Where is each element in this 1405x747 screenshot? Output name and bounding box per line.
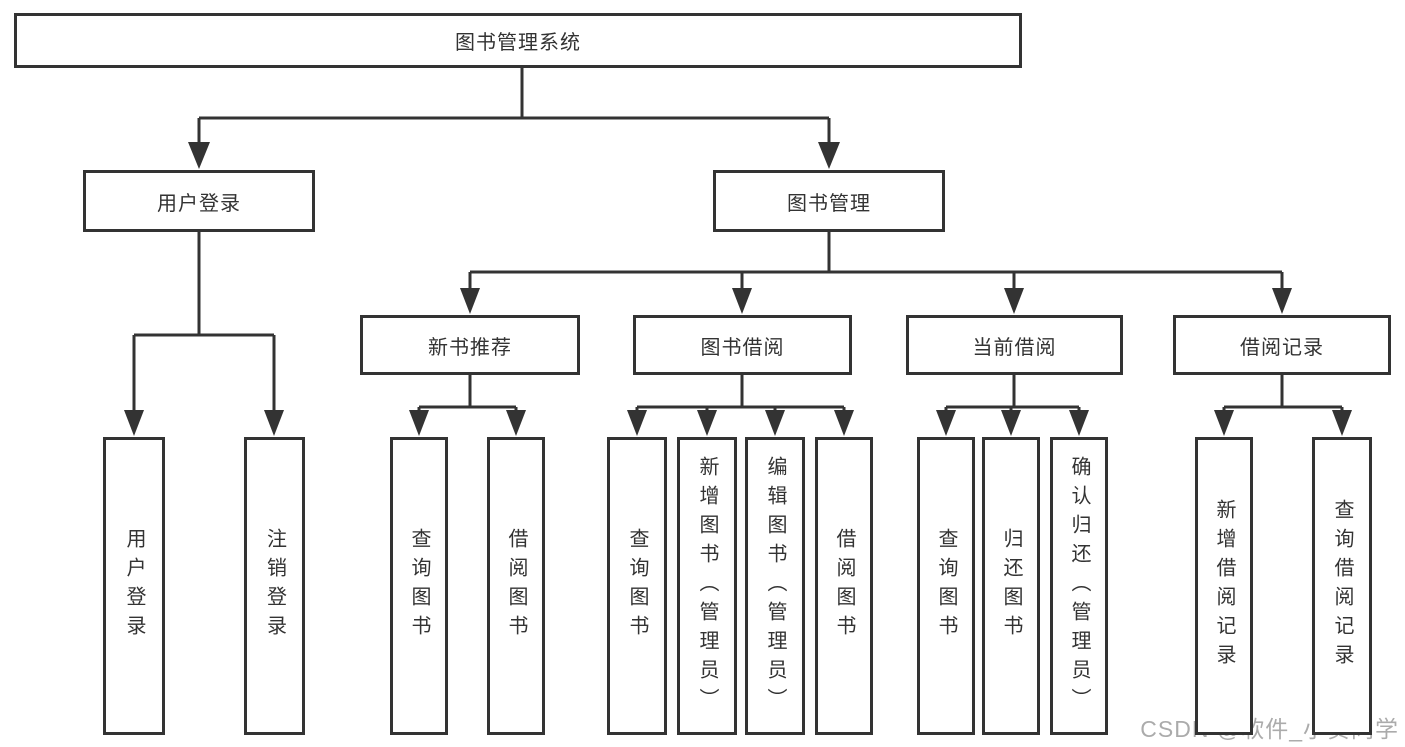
leaf-borrowing-query-book: 查询图书 [607, 437, 667, 735]
node-label: 图书管理 [787, 192, 871, 215]
connector-new-book-recommend-group [417, 375, 518, 412]
node-new-book-recommend: 新书推荐 [360, 315, 580, 375]
node-root-library-system: 图书管理系统 [14, 13, 1022, 68]
arrowheads-current-borrowing-group [936, 410, 1089, 436]
leaf-label: 编辑图书（管理员） [764, 455, 786, 717]
node-label: 当前借阅 [972, 336, 1057, 359]
arrowheads-new-book-recommend-group [409, 410, 526, 436]
leaf-label: 借阅图书 [505, 528, 527, 644]
node-book-borrowing: 图书借阅 [633, 315, 852, 375]
arrowheads-user-login-group [124, 410, 284, 436]
leaf-current-query-book: 查询图书 [917, 437, 975, 735]
leaf-logout: 注销登录 [244, 437, 305, 735]
node-user-login: 用户登录 [83, 170, 315, 232]
leaf-borrowing-edit-book-admin: 编辑图书（管理员） [745, 437, 805, 735]
leaf-label: 确认归还（管理员） [1068, 455, 1090, 717]
arrowheads-level2 [188, 142, 840, 169]
leaf-label: 用户登录 [123, 528, 145, 644]
leaf-records-query-record: 查询借阅记录 [1312, 437, 1372, 735]
leaf-current-confirm-return-admin: 确认归还（管理员） [1050, 437, 1108, 735]
node-label: 图书管理系统 [455, 32, 581, 54]
node-label: 新书推荐 [428, 336, 512, 359]
node-current-borrowing: 当前借阅 [906, 315, 1123, 375]
connector-book-borrowing-group [635, 375, 846, 412]
leaf-label: 查询借阅记录 [1331, 499, 1353, 673]
node-label: 图书借阅 [700, 336, 785, 359]
leaf-label: 新增图书（管理员） [696, 455, 718, 717]
leaf-label: 新增借阅记录 [1213, 499, 1235, 673]
node-book-management: 图书管理 [713, 170, 945, 232]
leaf-label: 查询图书 [935, 528, 957, 644]
connector-user-login-group [132, 232, 276, 412]
connector-book-management-group [468, 232, 1284, 292]
leaf-borrowing-add-book-admin: 新增图书（管理员） [677, 437, 737, 735]
arrowheads-borrowing-records-group [1214, 410, 1352, 436]
connector-root-to-level2 [197, 68, 831, 144]
arrowheads-book-borrowing-group [627, 410, 854, 436]
leaf-user-login: 用户登录 [103, 437, 165, 735]
leaf-borrowing-borrow-book: 借阅图书 [815, 437, 873, 735]
connector-current-borrowing-group [944, 375, 1081, 412]
leaf-label: 注销登录 [263, 528, 286, 644]
leaf-label: 借阅图书 [833, 528, 855, 644]
leaf-label: 归还图书 [1000, 528, 1022, 644]
leaf-current-return-book: 归还图书 [982, 437, 1040, 735]
leaf-recommend-query-book: 查询图书 [390, 437, 448, 735]
node-borrowing-records: 借阅记录 [1173, 315, 1391, 375]
leaf-records-add-record: 新增借阅记录 [1195, 437, 1253, 735]
node-label: 用户登录 [157, 192, 241, 215]
leaf-recommend-borrow-book: 借阅图书 [487, 437, 545, 735]
connector-borrowing-records-group [1222, 375, 1344, 412]
leaf-label: 查询图书 [626, 528, 648, 644]
arrowheads-level3 [460, 288, 1292, 314]
leaf-label: 查询图书 [408, 528, 430, 644]
node-label: 借阅记录 [1240, 336, 1324, 359]
